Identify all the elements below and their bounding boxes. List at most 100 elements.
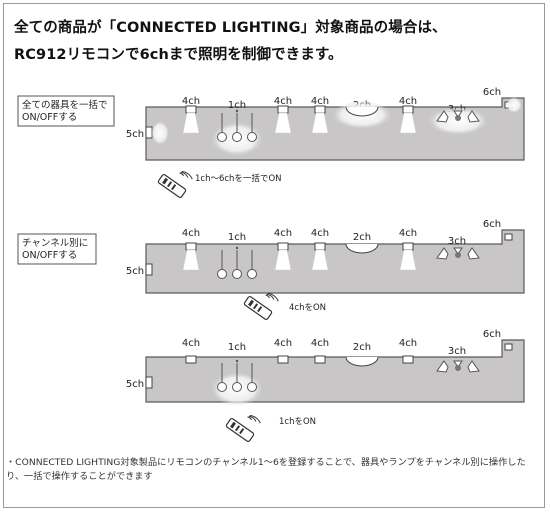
channel-label-2ch: 2ch [353, 232, 371, 243]
mode-label-line: ON/OFFする [22, 112, 77, 123]
downlight-ch4 [185, 105, 197, 114]
ceiling-dome-2ch [345, 106, 379, 117]
downlight-ch4 [277, 242, 289, 251]
pendant-lamp [217, 132, 227, 142]
remote-control-icon [157, 174, 187, 198]
mode-label-line: 全ての器具を一括で [22, 99, 108, 111]
ceiling [145, 339, 525, 403]
pendant-lamp [232, 269, 242, 279]
signal-wave [249, 414, 261, 424]
channel-label-4ch: 4ch [182, 338, 200, 349]
signal-wave [265, 294, 270, 299]
spot-head [453, 247, 463, 255]
spot-head [467, 110, 480, 123]
remote-button [257, 306, 263, 313]
remote-body [243, 296, 273, 320]
channel-label-3ch: 3ch [448, 346, 466, 357]
remote-button [162, 177, 168, 185]
remote-button [235, 425, 241, 432]
ceiling-dome-2ch [345, 243, 379, 254]
spot-hub [455, 365, 461, 371]
remote-button [167, 181, 173, 188]
wall-spot-6ch [504, 343, 513, 351]
signal-wave [248, 415, 257, 422]
spot-hub [455, 252, 461, 258]
downlight-ch4 [402, 242, 414, 251]
channel-label-5ch: 5ch [126, 129, 144, 140]
ceiling [145, 229, 525, 294]
remote-button [248, 299, 254, 307]
signal-wave [267, 292, 279, 302]
remote-control-icon [225, 418, 255, 442]
mode-label-line: ON/OFFする [22, 250, 77, 261]
pendant-lamp [232, 132, 242, 142]
light-beam-ch4 [399, 249, 417, 271]
light-beam-ch4 [274, 112, 292, 134]
remote-button [171, 184, 177, 191]
ceiling-dome-2ch [345, 356, 379, 367]
channel-label-4ch: 4ch [274, 96, 292, 107]
remote-caption: 4chをON [289, 303, 326, 313]
glow-6ch [506, 97, 522, 113]
pendant-lamp [232, 382, 242, 392]
wall-bracket-5ch [145, 376, 153, 389]
mode-label-box [17, 95, 115, 127]
downlight-ch4 [277, 355, 289, 364]
spot-head [436, 110, 449, 123]
pendant-ceiling-mount [235, 359, 239, 363]
downlight-ch4 [402, 355, 414, 364]
pendant-lamp [247, 132, 257, 142]
panel-1: 全ての器具を一括でON/OFFする5ch6ch4ch4ch4ch4ch1ch2c… [17, 87, 525, 198]
signal-wave [266, 293, 275, 300]
wall-spot-6ch [504, 233, 513, 241]
wall-bracket-5ch [145, 263, 153, 276]
spot-head [436, 360, 449, 373]
downlight-ch4 [402, 105, 414, 114]
channel-label-4ch: 4ch [311, 338, 329, 349]
heading-line-2: RC912リモコンで6chまで照明を制御できます。 [14, 47, 343, 63]
spot-head [467, 360, 480, 373]
heading-line-1: 全ての商品が「CONNECTED LIGHTING」対象商品の場合は、 [14, 20, 447, 36]
downlight-ch4 [277, 105, 289, 114]
remote-button [239, 428, 245, 435]
spot-head [453, 110, 463, 118]
remote-body [157, 174, 187, 198]
remote-caption: 1chをON [279, 417, 316, 427]
channel-label-6ch: 6ch [483, 329, 501, 340]
pendant-lamp [247, 382, 257, 392]
channel-label-2ch: 2ch [353, 342, 371, 353]
signal-wave [179, 172, 184, 177]
channel-label-1ch: 1ch [228, 232, 246, 243]
pendant-lamp [247, 269, 257, 279]
diagram-frame [3, 3, 545, 508]
light-beam-ch4 [311, 249, 329, 271]
mode-label-line: チャンネル別に [22, 238, 88, 249]
glow-5ch [151, 121, 169, 145]
light-beam-ch4 [274, 249, 292, 271]
light-beam-ch4 [399, 112, 417, 134]
light-beam-ch4 [182, 249, 200, 271]
channel-label-4ch: 4ch [311, 228, 329, 239]
light-beam-ch4 [182, 112, 200, 134]
downlight-ch4 [314, 355, 326, 364]
light-beam-ch4 [311, 112, 329, 134]
channel-label-6ch: 6ch [483, 219, 501, 230]
spot-head [467, 247, 480, 260]
channel-label-4ch: 4ch [399, 228, 417, 239]
downlight-ch4 [185, 242, 197, 251]
channel-label-4ch: 4ch [274, 338, 292, 349]
spot-head [453, 360, 463, 368]
downlight-ch4 [185, 355, 197, 364]
downlight-ch4 [314, 105, 326, 114]
channel-label-4ch: 4ch [399, 96, 417, 107]
remote-button [230, 421, 236, 429]
channel-label-4ch: 4ch [274, 228, 292, 239]
remote-control-icon [243, 296, 273, 320]
remote-body [225, 418, 255, 442]
channel-label-3ch: 3ch [448, 236, 466, 247]
footnote: ・CONNECTED LIGHTING対象製品にリモコンのチャンネル1～6を登録… [6, 457, 526, 482]
channel-label-5ch: 5ch [126, 266, 144, 277]
